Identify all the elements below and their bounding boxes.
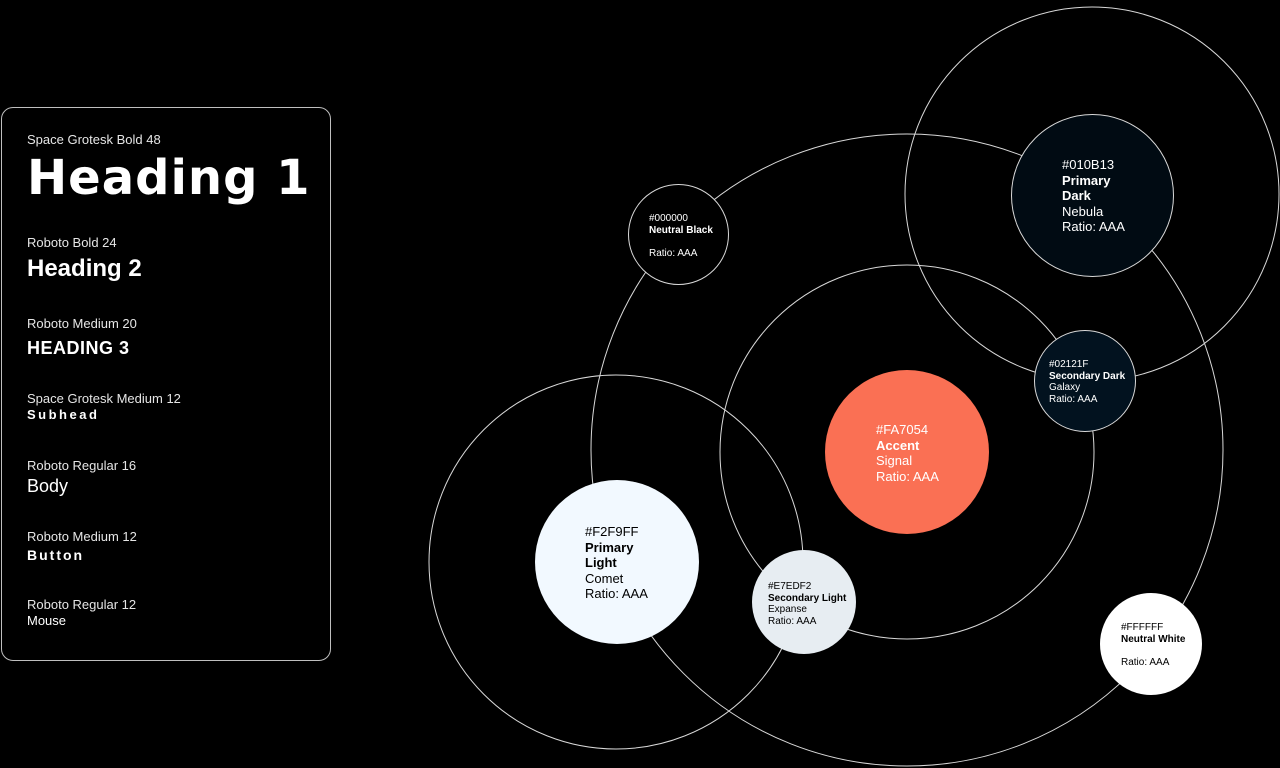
swatch-nickname: Comet [585, 570, 624, 586]
swatch-primary-light: #F2F9FF Primary Light Comet Ratio: AAA [535, 480, 699, 644]
type-spec-caption: Roboto Medium 12 [27, 529, 137, 544]
type-spec-heading-3: Roboto Medium 20 HEADING 3 [27, 316, 137, 360]
typography-card: Space Grotesk Bold 48 Heading 1 Roboto B… [1, 107, 331, 661]
swatch-hex: #000000 [649, 213, 688, 224]
type-spec-caption: Roboto Medium 20 [27, 316, 137, 331]
type-spec-caption: Roboto Bold 24 [27, 235, 117, 250]
type-spec-subhead: Space Grotesk Medium 12 Subhead [27, 391, 181, 423]
swatch-name: Primary [585, 539, 634, 555]
type-spec-sample: HEADING 3 [27, 338, 130, 358]
swatch-hex: #010B13 [1062, 157, 1115, 172]
swatch-secondary-light: #E7EDF2 Secondary Light Expanse Ratio: A… [752, 550, 856, 654]
swatch-ratio: Ratio: AAA [768, 615, 817, 627]
type-spec-heading-2: Roboto Bold 24 Heading 2 [27, 235, 142, 284]
type-spec-caption: Space Grotesk Bold 48 [27, 132, 161, 147]
swatch-name: Neutral White [1121, 633, 1186, 645]
swatch-name: Light [585, 555, 617, 570]
swatch-secondary-dark: #02121F Secondary Dark Galaxy Ratio: AAA [1034, 330, 1136, 432]
swatch-hex: #F2F9FF [585, 524, 639, 539]
swatch-hex: #E7EDF2 [768, 581, 812, 592]
type-spec-button: Roboto Medium 12 Button [27, 529, 137, 564]
type-spec-sample: Subhead [27, 407, 100, 422]
type-spec-sample: Heading 1 [27, 150, 311, 206]
swatch-nickname: Expanse [768, 604, 807, 615]
type-spec-caption: Roboto Regular 12 [27, 597, 137, 612]
type-spec-sample: Body [27, 476, 69, 496]
type-spec-caption: Roboto Regular 16 [27, 458, 137, 473]
swatch-name: Primary [1062, 172, 1111, 188]
type-spec-heading-1: Space Grotesk Bold 48 Heading 1 [27, 132, 311, 206]
type-spec-caption: Space Grotesk Medium 12 [27, 391, 181, 406]
type-spec-sample: Heading 2 [27, 255, 142, 282]
type-spec-mouse: Roboto Regular 12 Mouse [27, 597, 136, 629]
type-spec-sample: Button [27, 547, 85, 563]
orbit-ring-large [590, 133, 1224, 767]
type-spec-body: Roboto Regular 16 Body [27, 458, 136, 497]
swatch-name: Neutral Black [649, 224, 713, 236]
swatch-ratio: Ratio: AAA [1062, 219, 1125, 234]
swatch-nickname: Signal [876, 453, 913, 468]
swatch-name: Secondary Light [768, 592, 847, 604]
swatch-name: Dark [1062, 188, 1091, 203]
swatch-ratio: Ratio: AAA [876, 468, 939, 484]
swatch-primary-dark: #010B13 Primary Dark Nebula Ratio: AAA [1011, 114, 1174, 277]
swatch-hex: #FFFFFF [1121, 622, 1164, 633]
swatch-hex: #FA7054 [876, 422, 929, 437]
swatch-neutral-black: #000000 Neutral Black Ratio: AAA [628, 184, 729, 285]
swatch-name: Accent [876, 437, 920, 453]
orbit-ring-center [719, 264, 1095, 640]
swatch-neutral-white: #FFFFFF Neutral White Ratio: AAA [1100, 593, 1202, 695]
type-spec-sample: Mouse [27, 613, 67, 628]
swatch-hex: #02121F [1049, 359, 1089, 370]
swatch-accent: #FA7054 Accent Signal Ratio: AAA [825, 370, 989, 534]
swatch-ratio: Ratio: AAA [1049, 393, 1098, 405]
swatch-nickname: Nebula [1062, 203, 1104, 219]
swatch-name: Secondary Dark [1049, 370, 1126, 382]
swatch-nickname: Galaxy [1049, 382, 1081, 393]
swatch-ratio: Ratio: AAA [649, 247, 698, 259]
swatch-ratio: Ratio: AAA [1121, 656, 1170, 668]
swatch-ratio: Ratio: AAA [585, 586, 648, 601]
